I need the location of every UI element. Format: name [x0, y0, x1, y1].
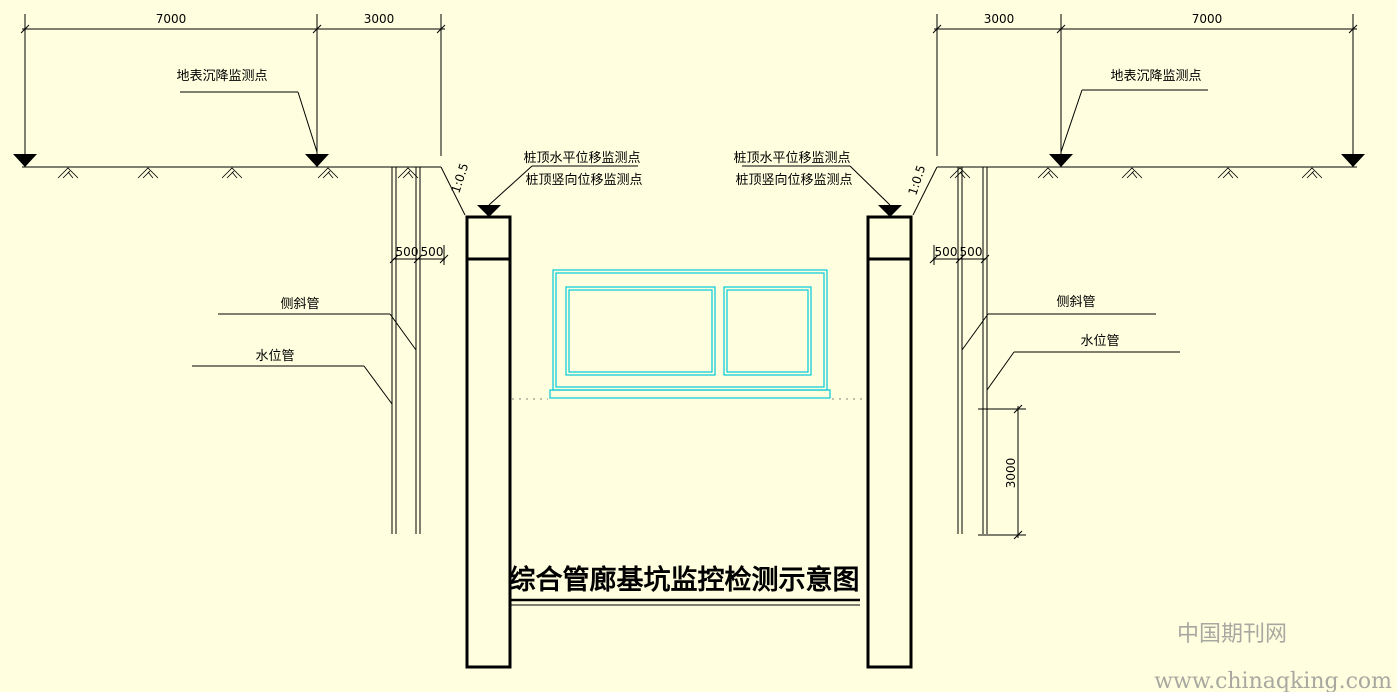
right-dim-500-b: 500 [960, 245, 983, 259]
right-surface-settlement-marker-2 [1341, 154, 1365, 167]
right-dim-7000: 7000 [1192, 12, 1223, 26]
tunnel-chamber-right [723, 286, 812, 376]
utility-tunnel [549, 269, 831, 399]
right-inclinometer-label: 侧斜管 [1056, 295, 1095, 310]
left-inclinometer-leader-d [389, 313, 417, 351]
right-dim-3000: 3000 [984, 12, 1015, 26]
hatch-mark [317, 167, 339, 179]
right-surface-label: 地表沉降监测点 [1110, 69, 1201, 84]
left-retaining-pile [465, 215, 512, 669]
right-500-tick-2 [955, 254, 965, 264]
left-ground-hatch [57, 167, 419, 179]
left-markers [13, 154, 501, 217]
hatch-mark [1301, 167, 1323, 179]
right-dim-tick-1 [932, 24, 942, 34]
right-dim-tick-2 [1056, 24, 1066, 34]
left-dim-500-a: 500 [396, 245, 419, 259]
right-500-tick-3 [980, 254, 990, 264]
title-underline [511, 598, 860, 606]
right-ground-hatch [949, 167, 1323, 179]
left-dim-tick-2 [312, 24, 322, 34]
right-surface-settlement-marker-1 [1049, 154, 1073, 167]
hatch-mark [57, 167, 79, 179]
left-dim-3000: 3000 [364, 12, 395, 26]
left-surface-settlement-marker-2 [305, 154, 329, 167]
left-500-tick-2 [413, 254, 423, 264]
right-pile-label-1: 桩顶水平位移监测点 [733, 151, 850, 166]
tunnel-outer-wall-offset [555, 272, 825, 388]
left-surface-leader-d [297, 91, 318, 153]
right-dim-tick-3 [1348, 24, 1358, 34]
watermark-cn: 中国期刊网 [1177, 622, 1287, 647]
left-dim-500-b: 500 [421, 245, 444, 259]
right-dim-500-a: 500 [935, 245, 958, 259]
diagram-title: 综合管廊基坑监控检测示意图 [509, 564, 860, 596]
hatch-mark [1037, 167, 1059, 179]
hatch-mark [221, 167, 243, 179]
right-pile-label-2: 桩顶竖向位移监测点 [735, 172, 852, 188]
right-dim-3000-vertical: 3000 [1004, 458, 1018, 489]
right-500-tick-1 [929, 254, 939, 264]
tunnel-chamber-left [565, 286, 716, 376]
right-pile-leader-d [849, 165, 891, 206]
right-retaining-pile [866, 215, 913, 669]
left-pile-label-2: 桩顶竖向位移监测点 [525, 172, 642, 188]
left-side [20, 14, 638, 669]
right-surface-leader-d [1060, 89, 1083, 153]
left-surface-settlement-marker-1 [13, 154, 37, 167]
tunnel-chamber-right-inner [726, 289, 809, 373]
hatch-mark [1121, 167, 1143, 179]
left-pile-top-marker [477, 205, 501, 217]
left-dim-7000: 7000 [156, 12, 187, 26]
left-water-label: 水位管 [255, 349, 294, 364]
left-inclinometer-label: 侧斜管 [280, 297, 319, 312]
left-slope-line [440, 166, 466, 216]
left-slope-ratio: 1:0.5 [449, 161, 472, 195]
right-water-leader-d [986, 351, 1015, 391]
left-water-leader-d [363, 365, 393, 405]
left-surface-label: 地表沉降监测点 [176, 69, 267, 84]
right-markers [878, 154, 1365, 217]
hatch-mark [949, 167, 971, 179]
left-pile-label-1: 桩顶水平位移监测点 [523, 151, 640, 166]
left-pile-leader-d [488, 165, 533, 206]
left-500-tick-3 [439, 254, 449, 264]
right-3000-tick-top [1013, 404, 1023, 414]
right-slope-line [912, 166, 938, 216]
tunnel-base-slab [549, 389, 831, 399]
right-side [742, 14, 1358, 669]
right-inclinometer-leader-d [961, 313, 989, 351]
hatch-mark [1217, 167, 1239, 179]
tunnel-chamber-left-inner [568, 289, 713, 373]
right-3000-tick-bot [1013, 530, 1023, 540]
hatch-mark [137, 167, 159, 179]
left-dim-tick-3 [436, 24, 446, 34]
right-pile-top-marker [878, 205, 902, 217]
right-water-label: 水位管 [1080, 334, 1119, 349]
watermark-url: www.chinaqking.com [1154, 669, 1392, 692]
left-dim-tick-1 [20, 24, 30, 34]
left-500-tick-1 [389, 254, 399, 264]
hatch-mark [397, 167, 419, 179]
